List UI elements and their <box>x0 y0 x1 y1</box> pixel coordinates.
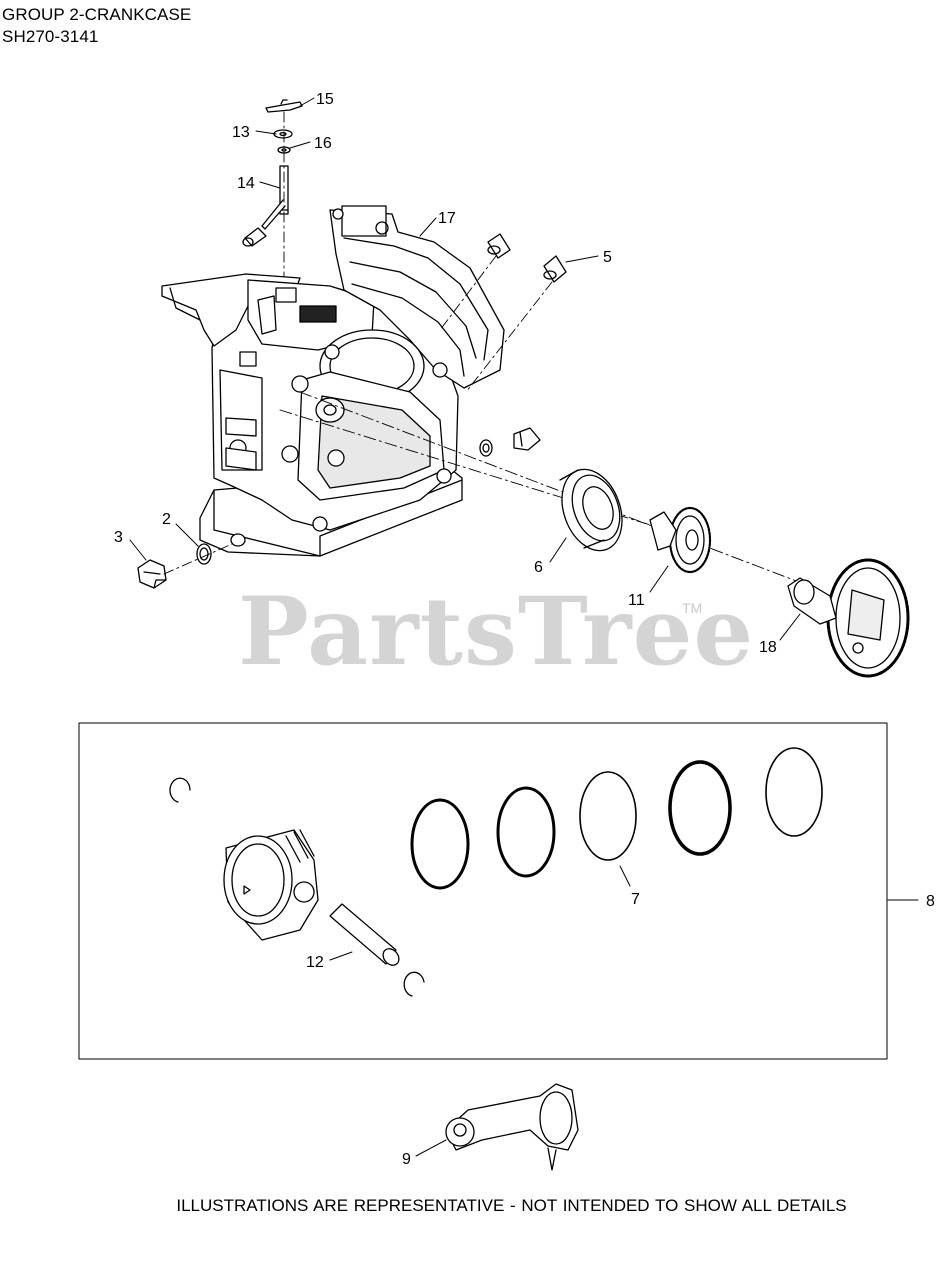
drain-plug-part <box>137 559 167 589</box>
callout-8: 8 <box>926 893 935 910</box>
callout-12: 12 <box>306 954 324 971</box>
piston-kit-box <box>78 722 888 1060</box>
disclaimer-note: ILLUSTRATIONS ARE REPRESENTATIVE - NOT I… <box>176 1196 847 1215</box>
callout-11: 11 <box>628 592 645 609</box>
piston-pin-part <box>329 903 400 966</box>
callout-18: 18 <box>759 639 777 656</box>
piston-ring-part <box>410 798 470 890</box>
callout-2: 2 <box>162 511 171 528</box>
washer-part <box>273 129 293 139</box>
watermark-trademark: TM <box>682 600 703 616</box>
ball-bearing-part <box>559 468 623 552</box>
camshaft-part <box>787 558 910 678</box>
callout-15: 15 <box>316 91 334 108</box>
callout-17: 17 <box>438 210 456 227</box>
diagram-title: GROUP 2-CRANKCASE <box>2 5 192 24</box>
callout-7: 7 <box>631 891 640 908</box>
callout-5: 5 <box>603 249 612 266</box>
callout-3: 3 <box>114 529 123 546</box>
piston-part <box>223 829 319 941</box>
callout-9: 9 <box>402 1151 411 1168</box>
oil-ring-part <box>668 760 732 856</box>
bolt-part <box>479 427 541 457</box>
piston-ring-part <box>765 747 823 837</box>
governor-arm-part <box>265 99 303 113</box>
connecting-rod-part <box>445 1083 579 1171</box>
callout-14: 14 <box>237 175 255 192</box>
watermark-logo: PartsTree <box>238 577 755 687</box>
crank-gear-part <box>649 506 712 574</box>
snap-ring-part <box>403 971 425 997</box>
callout-6: 6 <box>534 559 543 576</box>
callout-13: 13 <box>232 124 250 141</box>
crankcase-body <box>161 205 505 557</box>
piston-ring-part <box>496 786 556 878</box>
leader-lines <box>129 97 919 1157</box>
washer-part <box>196 543 212 565</box>
dowel-pin-part <box>487 233 567 283</box>
callout-16: 16 <box>314 135 332 152</box>
model-number: SH270-3141 <box>2 27 99 46</box>
piston-ring-part <box>579 771 637 861</box>
snap-ring-part <box>169 777 191 803</box>
